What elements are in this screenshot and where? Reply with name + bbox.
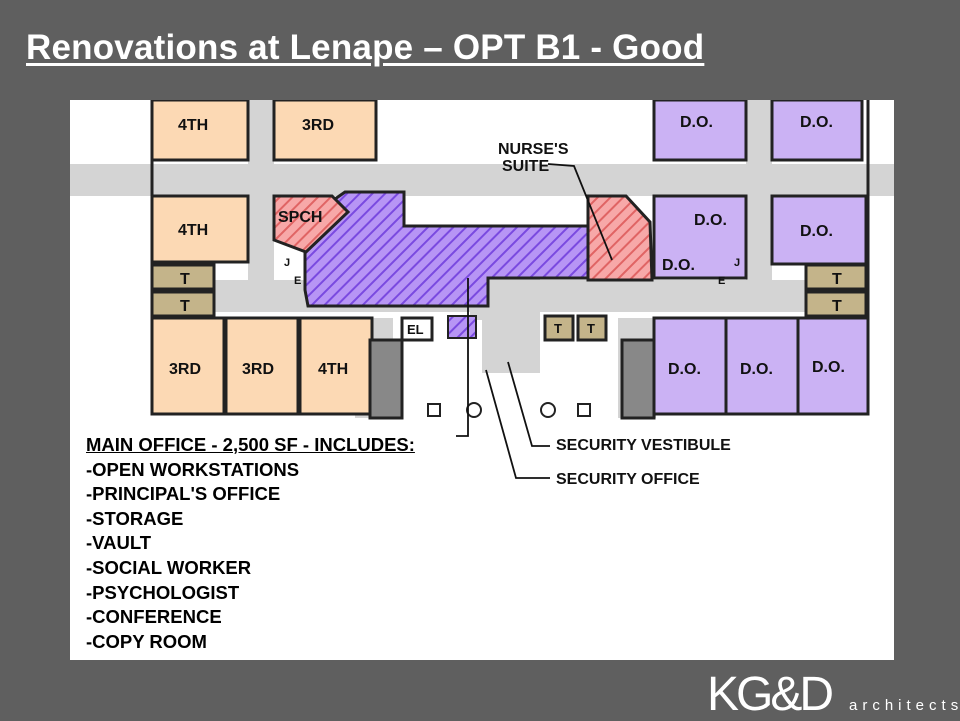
security-vestibule-callout: SECURITY VESTIBULE (556, 437, 731, 454)
security-office-callout: SECURITY OFFICE (556, 471, 700, 488)
room-label: J (734, 257, 740, 269)
nurse-suite-line-2: SUITE (502, 158, 549, 175)
floor-plan-drawing: 4TH 3RD 4TH T T 3RD 3RD 4TH SPCH EL T T … (70, 100, 894, 488)
main-office-annex (447, 315, 477, 339)
notes-heading: MAIN OFFICE - 2,500 SF - INCLUDES: (86, 434, 415, 455)
slide-title: Renovations at Lenape – OPT B1 - Good (26, 28, 705, 67)
room-label: T (587, 321, 595, 336)
nurse-suite-area (586, 194, 654, 282)
main-office-notes: MAIN OFFICE - 2,500 SF - INCLUDES: -OPEN… (86, 433, 415, 654)
notes-item: -STORAGE (86, 507, 184, 529)
speech-room (272, 194, 351, 254)
room-label: D.O. (800, 223, 833, 240)
company-logo: KG&D architects (707, 668, 960, 721)
room-label: 4TH (178, 222, 208, 239)
nurse-suite-callout: NURSE'S SUITE (498, 141, 573, 175)
room-label: 4TH (178, 117, 208, 134)
room-label: D.O. (694, 212, 727, 229)
room-label: D.O. (812, 359, 845, 376)
logo-mark: KG&D (707, 668, 834, 721)
center-service-rooms (368, 314, 656, 420)
nurse-suite-line-1: NURSE'S (498, 141, 569, 158)
notes-item: -CONFERENCE (86, 606, 222, 628)
leader-lines (456, 163, 613, 479)
room-label: T (180, 298, 190, 315)
room-label: 4TH (318, 361, 348, 378)
logo-wordmark: architects (849, 697, 960, 714)
room-label: SPCH (278, 209, 322, 226)
floor-plan: 4TH 3RD 4TH T T 3RD 3RD 4TH SPCH EL T T … (70, 100, 894, 660)
notes-item: -OPEN WORKSTATIONS (86, 458, 300, 480)
notes-item: -PRINCIPAL'S OFFICE (86, 483, 281, 505)
room-label: 3RD (302, 117, 334, 134)
room-label: 3RD (242, 361, 274, 378)
room-label: E (718, 275, 725, 287)
room-label: D.O. (662, 257, 695, 274)
notes-item: -SOCIAL WORKER (86, 556, 252, 578)
room-labels: 4TH 3RD 4TH T T 3RD 3RD 4TH SPCH EL T T … (169, 114, 845, 378)
notes-item: -VAULT (86, 532, 152, 554)
room-label: D.O. (800, 114, 833, 131)
right-toilets (804, 263, 868, 318)
outer-walls (150, 100, 870, 420)
room-label: EL (407, 322, 424, 337)
room-label: D.O. (668, 361, 701, 378)
room-label: 3RD (169, 361, 201, 378)
notes-item: -PSYCHOLOGIST (86, 581, 240, 603)
callouts: NURSE'S SUITE SECURITY VESTIBULE SECURIT… (498, 141, 731, 488)
entrance-columns (427, 402, 591, 418)
room-label: J (284, 257, 290, 269)
left-wing-rooms (150, 100, 378, 416)
room-label: E (294, 275, 301, 287)
left-toilets (150, 263, 216, 318)
room-label: T (180, 271, 190, 288)
room-label: D.O. (680, 114, 713, 131)
room-label: T (832, 298, 842, 315)
notes-item: -COPY ROOM (86, 630, 207, 652)
room-label: D.O. (740, 361, 773, 378)
room-label: T (554, 321, 562, 336)
room-label: T (832, 271, 842, 288)
right-wing-rooms (652, 100, 870, 416)
